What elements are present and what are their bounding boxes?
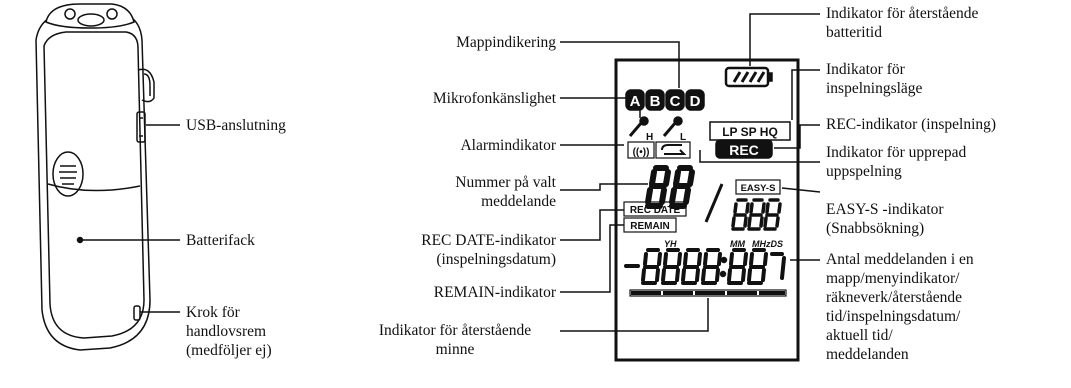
lcd-texts: H L LP SP HQ ((•)) EASY-S REC DATE REMAI…	[630, 125, 783, 249]
yh-text: YH	[664, 239, 677, 249]
label-antal: Antal meddelanden i en mapp/menyindikato…	[826, 251, 974, 363]
rec-date-text: REC DATE	[630, 205, 681, 216]
label-batterifack: Batterifack	[186, 232, 255, 249]
label-remain: REMAIN-indikator	[433, 284, 556, 301]
label-nummer: Nummer på valt meddelande	[455, 174, 556, 210]
label-batteritid: Indikator för återstående batteritid	[826, 5, 979, 41]
folder-letter-d: D	[690, 93, 701, 110]
mm-text: MM	[730, 239, 745, 249]
easy-s-text: EASY-S	[741, 183, 776, 194]
label-upprepad: Indikator för upprepad uppspelning	[826, 144, 967, 180]
label-rec: REC-indikator (inspelning)	[826, 116, 997, 133]
label-easy-s: EASY-S -indikator (Snabbsökning)	[826, 201, 944, 237]
mic-h-text: H	[646, 132, 653, 143]
label-krok: Krok för handlovsrem (medföljer ej)	[186, 304, 272, 359]
label-alarmindikator: Alarmindikator	[460, 137, 556, 154]
mhzds-text: MHzDS	[752, 239, 783, 249]
leader-lines-lcd	[560, 13, 821, 332]
modes-text: LP SP HQ	[722, 125, 778, 139]
recorder-device	[35, 3, 155, 351]
alarm-icon: ((•))	[633, 147, 650, 158]
label-rec-date: REC DATE-indikator (inspelningsdatum)	[421, 232, 556, 268]
remain-text: REMAIN	[630, 221, 669, 232]
folder-letter-b: B	[650, 93, 661, 110]
rec-indicator-text: REC	[729, 142, 759, 158]
folder-letters: A B C D REC	[630, 93, 759, 158]
label-minne: Indikator för återstående minne	[378, 322, 532, 358]
mic-l-text: L	[680, 132, 686, 143]
label-mappindikering: Mappindikering	[456, 34, 556, 51]
folder-letter-a: A	[630, 93, 641, 110]
label-inspelningslage: Indikator för inspelningsläge	[826, 61, 923, 97]
label-usb: USB-anslutning	[186, 117, 286, 134]
leader-lines-device	[82, 124, 180, 313]
label-mikrofonkanslighet: Mikrofonkänslighet	[432, 90, 556, 107]
folder-letter-c: C	[670, 93, 681, 110]
